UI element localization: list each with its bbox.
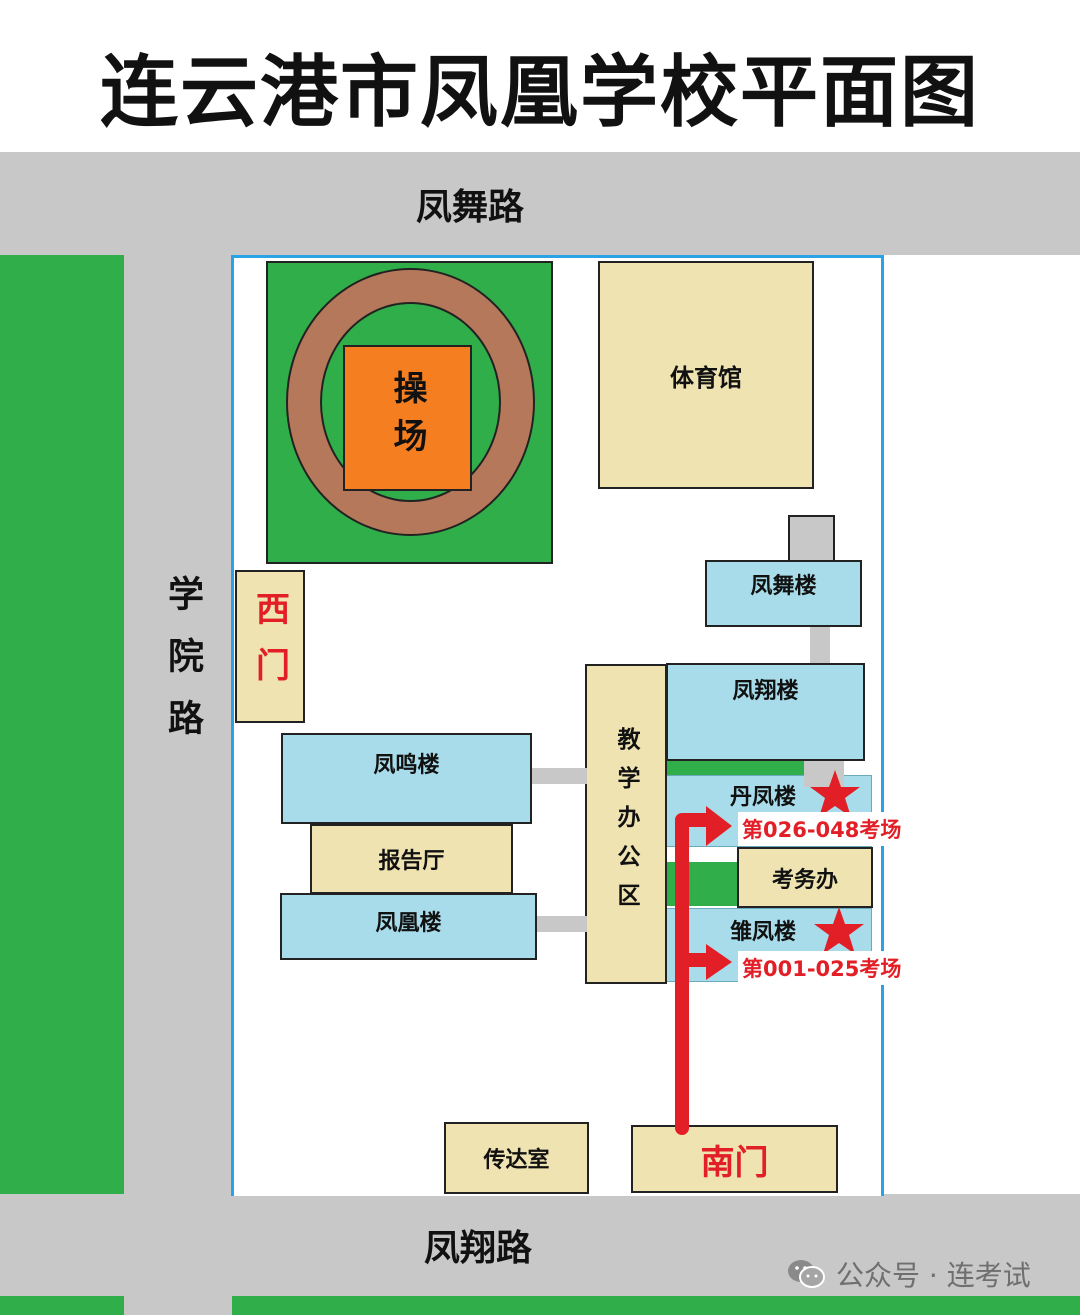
exam-office: 考务办 — [737, 847, 873, 908]
fengwu-building: 凤舞楼 — [705, 560, 862, 627]
wechat-icon — [788, 1260, 825, 1288]
west-gate[interactable]: 西门 — [235, 570, 305, 723]
green-strip-middle — [666, 862, 738, 906]
watermark: 公众号 · 连考试 — [786, 1254, 1031, 1294]
connector-fenghuang — [535, 916, 587, 932]
star-marker-icon — [810, 770, 860, 817]
south-gate[interactable]: 南门 — [631, 1125, 838, 1193]
fengming-building: 凤鸣楼 — [281, 733, 532, 824]
road-west — [124, 255, 232, 1195]
lecture-hall: 报告厅 — [310, 824, 513, 894]
fenghuang-building: 凤凰楼 — [280, 893, 537, 960]
fengwu-annex — [788, 515, 835, 562]
road-north-label: 凤舞路 — [415, 186, 524, 228]
gym: 体育馆 — [598, 261, 814, 489]
playground-field: 操场 — [343, 345, 472, 491]
exam-room-label-chufeng: 第001-025考场 — [738, 951, 906, 985]
road-west-south-end — [124, 1296, 232, 1315]
page-title: 连云港市凤凰学校平面图 — [99, 48, 980, 138]
exam-room-label-danfeng: 第026-048考场 — [738, 812, 906, 846]
road-south-label: 凤翔路 — [423, 1228, 532, 1269]
green-belt-south-right — [232, 1296, 1080, 1315]
teaching-office: 教学办公区 — [585, 664, 667, 984]
star-marker-icon — [814, 907, 864, 954]
green-belt-south-left — [0, 1296, 124, 1315]
chufeng-label: 雏凤楼 — [730, 920, 797, 945]
road-south: 凤翔路 — [0, 1194, 1080, 1296]
connector-fengming — [531, 768, 587, 784]
danfeng-label: 丹凤楼 — [730, 785, 797, 810]
road-north: 凤舞路 — [0, 152, 1080, 255]
connector-fengwu-fengxiang — [810, 627, 830, 663]
watermark-text: 公众号 · 连考试 — [836, 1259, 1031, 1292]
green-belt-west — [0, 255, 124, 1195]
fengxiang-building: 凤翔楼 — [666, 663, 865, 761]
road-west-label: 学院路 — [162, 575, 203, 761]
gatehouse: 传达室 — [444, 1122, 589, 1194]
green-strip-upper — [666, 761, 806, 775]
